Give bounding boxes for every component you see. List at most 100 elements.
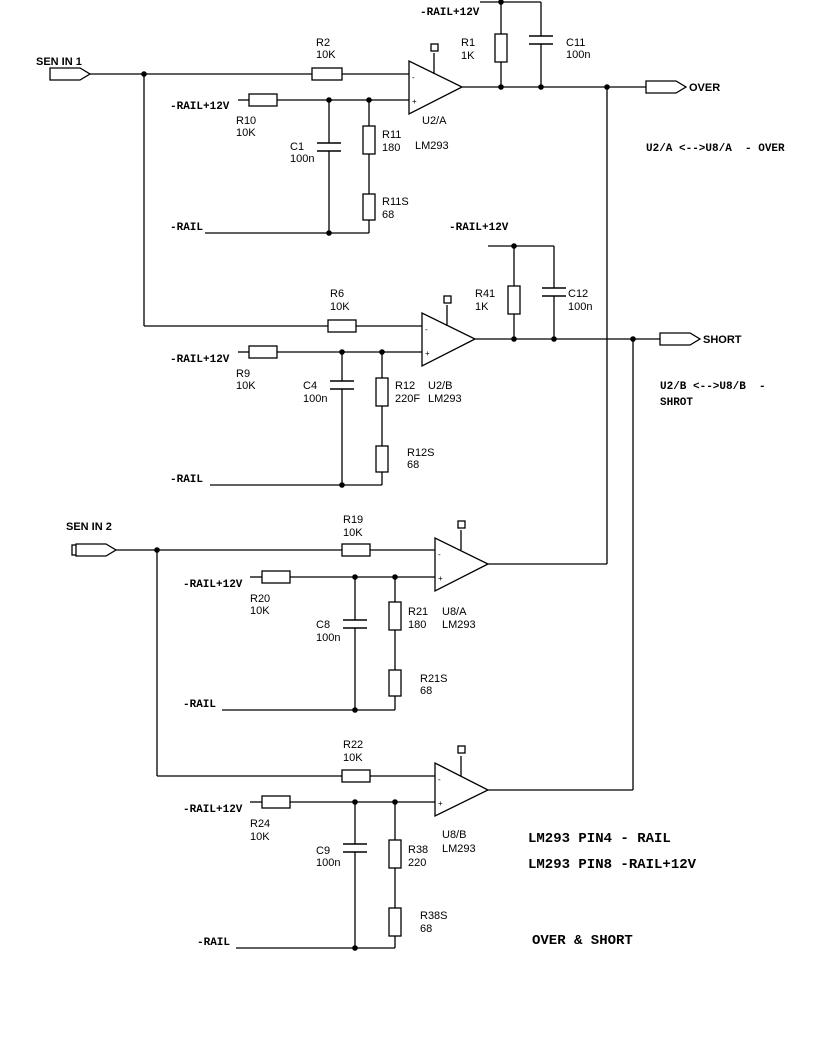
r21-value: 180 bbox=[408, 619, 426, 631]
port-over-label: OVER bbox=[689, 82, 720, 94]
c1-value: 100n bbox=[290, 153, 314, 165]
resistor-r24 bbox=[261, 795, 291, 809]
u8a-type: LM293 bbox=[442, 619, 476, 631]
resistor-r38s bbox=[388, 907, 402, 937]
r1-value: 1K bbox=[461, 50, 475, 62]
note-pin4: LM293 PIN4 - RAIL bbox=[528, 831, 671, 847]
stage-u8b: R22 10K -RAIL+12V R24 10K C9 100n R38 22… bbox=[157, 739, 633, 951]
c8-ref: C8 bbox=[316, 619, 330, 631]
r2-value: 10K bbox=[316, 49, 336, 61]
c9-ref: C9 bbox=[316, 845, 330, 857]
resistor-r12 bbox=[375, 377, 389, 407]
r12-value: 220F bbox=[395, 393, 420, 405]
r20-value: 10K bbox=[250, 605, 270, 617]
r11-ref: R11 bbox=[382, 129, 401, 141]
net-rail: -RAIL bbox=[170, 222, 203, 234]
port-short bbox=[659, 332, 702, 346]
resistor-r22 bbox=[341, 769, 371, 783]
c11-ref: C11 bbox=[566, 37, 585, 49]
port-sen-in-2-label: SEN IN 2 bbox=[66, 521, 112, 533]
r21s-value: 68 bbox=[420, 685, 432, 697]
resistor-r38 bbox=[388, 839, 402, 869]
stage-u8a: SEN IN 2 R19 10K -RAIL+12V R20 10K C8 10… bbox=[66, 514, 607, 776]
svg-text:+: + bbox=[438, 799, 443, 808]
u2b-ref: U2/B bbox=[428, 380, 452, 392]
opamp-u2a bbox=[408, 59, 464, 116]
resistor-r12s bbox=[375, 445, 389, 473]
net-rail12v-2: -RAIL+12V bbox=[170, 354, 230, 366]
resistor-r9 bbox=[248, 345, 278, 359]
svg-text:-: - bbox=[412, 73, 415, 82]
r12s-ref: R12S bbox=[407, 447, 435, 459]
u2a-ref: U2/A bbox=[422, 115, 447, 127]
r38-ref: R38 bbox=[408, 844, 428, 856]
c12-value: 100n bbox=[568, 301, 592, 313]
note-over-map: U2/A <-->U8/A - OVER bbox=[646, 143, 785, 155]
r12-ref: R12 bbox=[395, 380, 415, 392]
r19-ref: R19 bbox=[343, 514, 363, 526]
svg-text:-: - bbox=[425, 325, 428, 334]
r22-value: 10K bbox=[343, 752, 363, 764]
u2a-type: LM293 bbox=[415, 140, 449, 152]
svg-text:-: - bbox=[438, 775, 441, 784]
resistor-r19 bbox=[341, 543, 371, 557]
net-rail-2: -RAIL bbox=[170, 474, 203, 486]
r38s-ref: R38S bbox=[420, 910, 448, 922]
resistor-r11s bbox=[362, 193, 376, 221]
r9-value: 10K bbox=[236, 380, 256, 392]
c9-value: 100n bbox=[316, 857, 340, 869]
port-sen-in-1-label: SEN IN 1 bbox=[36, 56, 82, 68]
r11s-ref: R11S bbox=[382, 196, 409, 208]
note-pin8: LM293 PIN8 -RAIL+12V bbox=[528, 857, 697, 873]
u8b-ref: U8/B bbox=[442, 829, 466, 841]
notes: U2/A <-->U8/A - OVER U2/B <-->U8/B - SHR… bbox=[528, 143, 785, 949]
r38-value: 220 bbox=[408, 857, 426, 869]
r24-value: 10K bbox=[250, 831, 270, 843]
net-rail12v-3: -RAIL+12V bbox=[449, 222, 509, 234]
resistor-r10 bbox=[248, 93, 278, 107]
svg-text:+: + bbox=[412, 97, 417, 106]
net-rail12v-top: -RAIL+12V bbox=[420, 7, 480, 19]
r22-ref: R22 bbox=[343, 739, 363, 751]
resistor-r2 bbox=[311, 67, 343, 81]
r11s-value: 68 bbox=[382, 209, 394, 221]
stage-u2b: R6 10K -RAIL+12V R9 10K C4 100n R12 220F… bbox=[144, 222, 742, 790]
port-over bbox=[645, 80, 688, 94]
net-rail12v-5: -RAIL+12V bbox=[183, 804, 243, 816]
resistor-r21s bbox=[388, 669, 402, 697]
resistor-r20 bbox=[261, 570, 291, 584]
c1-ref: C1 bbox=[290, 141, 304, 153]
r12s-value: 68 bbox=[407, 459, 419, 471]
r10-value: 10K bbox=[236, 127, 256, 139]
note-short-map-1: U2/B <-->U8/B - bbox=[660, 381, 766, 393]
svg-text:-: - bbox=[438, 550, 441, 559]
r24-ref: R24 bbox=[250, 818, 270, 830]
r10-ref: R10 bbox=[236, 115, 256, 127]
c8-value: 100n bbox=[316, 632, 340, 644]
c4-value: 100n bbox=[303, 393, 327, 405]
svg-text:+: + bbox=[425, 349, 430, 358]
r6-value: 10K bbox=[330, 301, 350, 313]
port-sen-in-2 bbox=[75, 543, 118, 557]
opamp-u8b bbox=[434, 761, 490, 818]
stage-u2a: SEN IN 1 R2 10K -RAIL+12V R10 10K C1 100… bbox=[36, 0, 720, 564]
resistor-r6 bbox=[327, 319, 357, 333]
r11-value: 180 bbox=[382, 142, 400, 154]
r21-ref: R21 bbox=[408, 606, 428, 618]
r6-ref: R6 bbox=[330, 288, 344, 300]
u2b-type: LM293 bbox=[428, 393, 462, 405]
u8a-ref: U8/A bbox=[442, 606, 467, 618]
opamp-u8a bbox=[434, 536, 490, 593]
r41-value: 1K bbox=[475, 301, 489, 313]
r2-ref: R2 bbox=[316, 37, 330, 49]
resistor-r21 bbox=[388, 601, 402, 631]
r41-ref: R41 bbox=[475, 288, 495, 300]
note-short-map-2: SHROT bbox=[660, 397, 693, 409]
net-rail12v: -RAIL+12V bbox=[170, 101, 230, 113]
port-short-label: SHORT bbox=[703, 334, 742, 346]
net-rail-4: -RAIL bbox=[197, 937, 230, 949]
resistor-r1 bbox=[494, 33, 508, 63]
u8b-type: LM293 bbox=[442, 843, 476, 855]
r19-value: 10K bbox=[343, 527, 363, 539]
